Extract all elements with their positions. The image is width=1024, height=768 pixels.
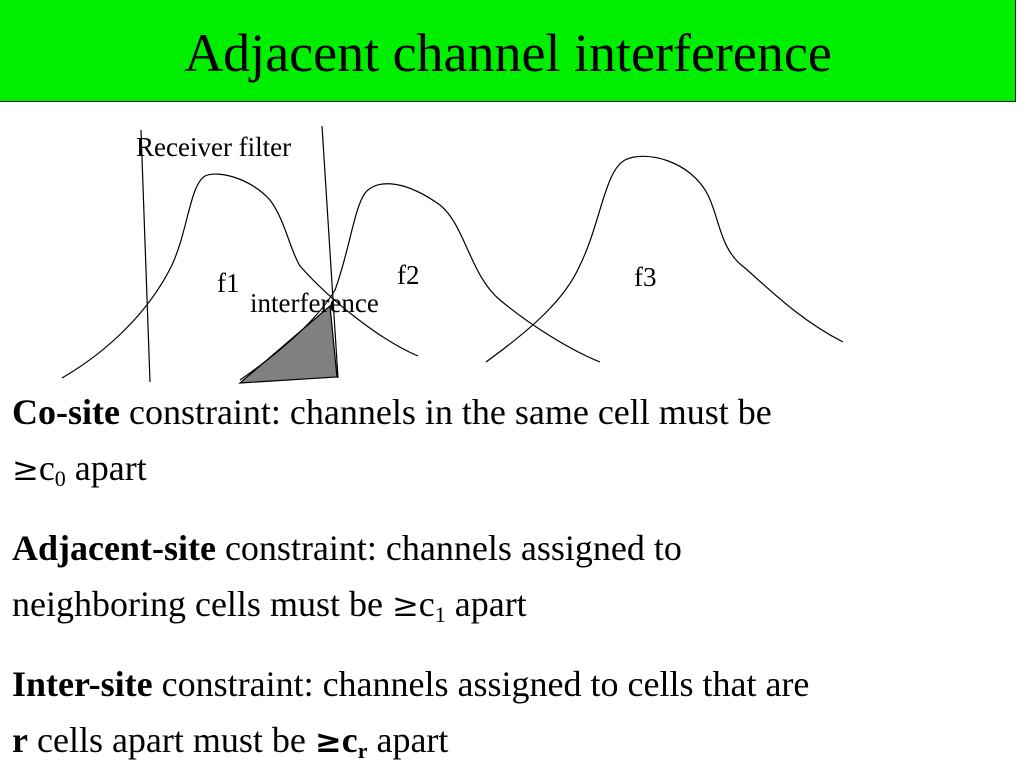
inter-site-line2-text: cells apart must be (27, 720, 315, 760)
adjacent-site-line2-text: neighboring cells must be (12, 584, 392, 624)
inter-site-line-2: r cells apart must be ≥cr apart (12, 712, 1020, 768)
receiver-filter-right-edge (321, 125, 339, 379)
adjacent-site-line-1: Adjacent-site constraint: channels assig… (12, 520, 1020, 576)
co-site-tail: apart (65, 448, 147, 488)
co-site-constraint: Co-site constraint: channels in the same… (12, 384, 1020, 497)
inter-site-r: r (12, 720, 28, 760)
adjacent-site-text: constraint: channels assigned to (215, 528, 682, 568)
co-site-ge-symbol: ≥ (12, 450, 39, 488)
inter-site-c: c (341, 720, 358, 760)
curves-svg (61, 125, 844, 384)
f1-label: f1 (217, 268, 240, 298)
inter-site-ge-symbol: ≥ (314, 722, 342, 760)
receiver-filter-left-edge (140, 129, 151, 383)
adjacent-site-term: Adjacent-site (12, 528, 216, 568)
title-bar: Adjacent channel interference (0, 0, 1016, 102)
co-site-line-2: ≥c0 apart (12, 440, 1020, 497)
co-site-text: constraint: channels in the same cell mu… (119, 392, 772, 432)
adjacent-site-tail: apart (445, 584, 527, 624)
f2-curve (239, 183, 601, 381)
adjacent-site-ge-symbol: ≥ (391, 586, 419, 624)
inter-site-term: Inter-site (12, 664, 153, 704)
inter-site-subscript: r (357, 738, 368, 763)
co-site-line-1: Co-site constraint: channels in the same… (12, 384, 1020, 440)
f1-curve (61, 173, 419, 379)
co-site-subscript: 0 (54, 466, 66, 491)
interference-diagram: Receiver filter f1 f2 f3 interference (61, 125, 844, 384)
co-site-term: Co-site (12, 392, 120, 432)
interference-region (238, 304, 338, 384)
interference-label: interference (250, 288, 379, 318)
inter-site-text: constraint: channels assigned to cells t… (152, 664, 810, 704)
inter-site-tail: apart (367, 720, 449, 760)
adjacent-site-c: c (418, 584, 435, 624)
adjacent-site-constraint: Adjacent-site constraint: channels assig… (12, 520, 1020, 633)
f3-label: f3 (634, 262, 657, 292)
inter-site-constraint: Inter-site constraint: channels assigned… (12, 656, 1020, 768)
adjacent-site-subscript: 1 (434, 602, 446, 627)
receiver-filter-label: Receiver filter (136, 132, 292, 162)
f3-curve (485, 155, 844, 363)
f2-label: f2 (397, 260, 420, 290)
slide-title: Adjacent channel interference (184, 23, 832, 83)
adjacent-site-line-2: neighboring cells must be ≥c1 apart (12, 576, 1020, 633)
inter-site-line-1: Inter-site constraint: channels assigned… (12, 656, 1020, 712)
co-site-c: c (38, 448, 55, 488)
